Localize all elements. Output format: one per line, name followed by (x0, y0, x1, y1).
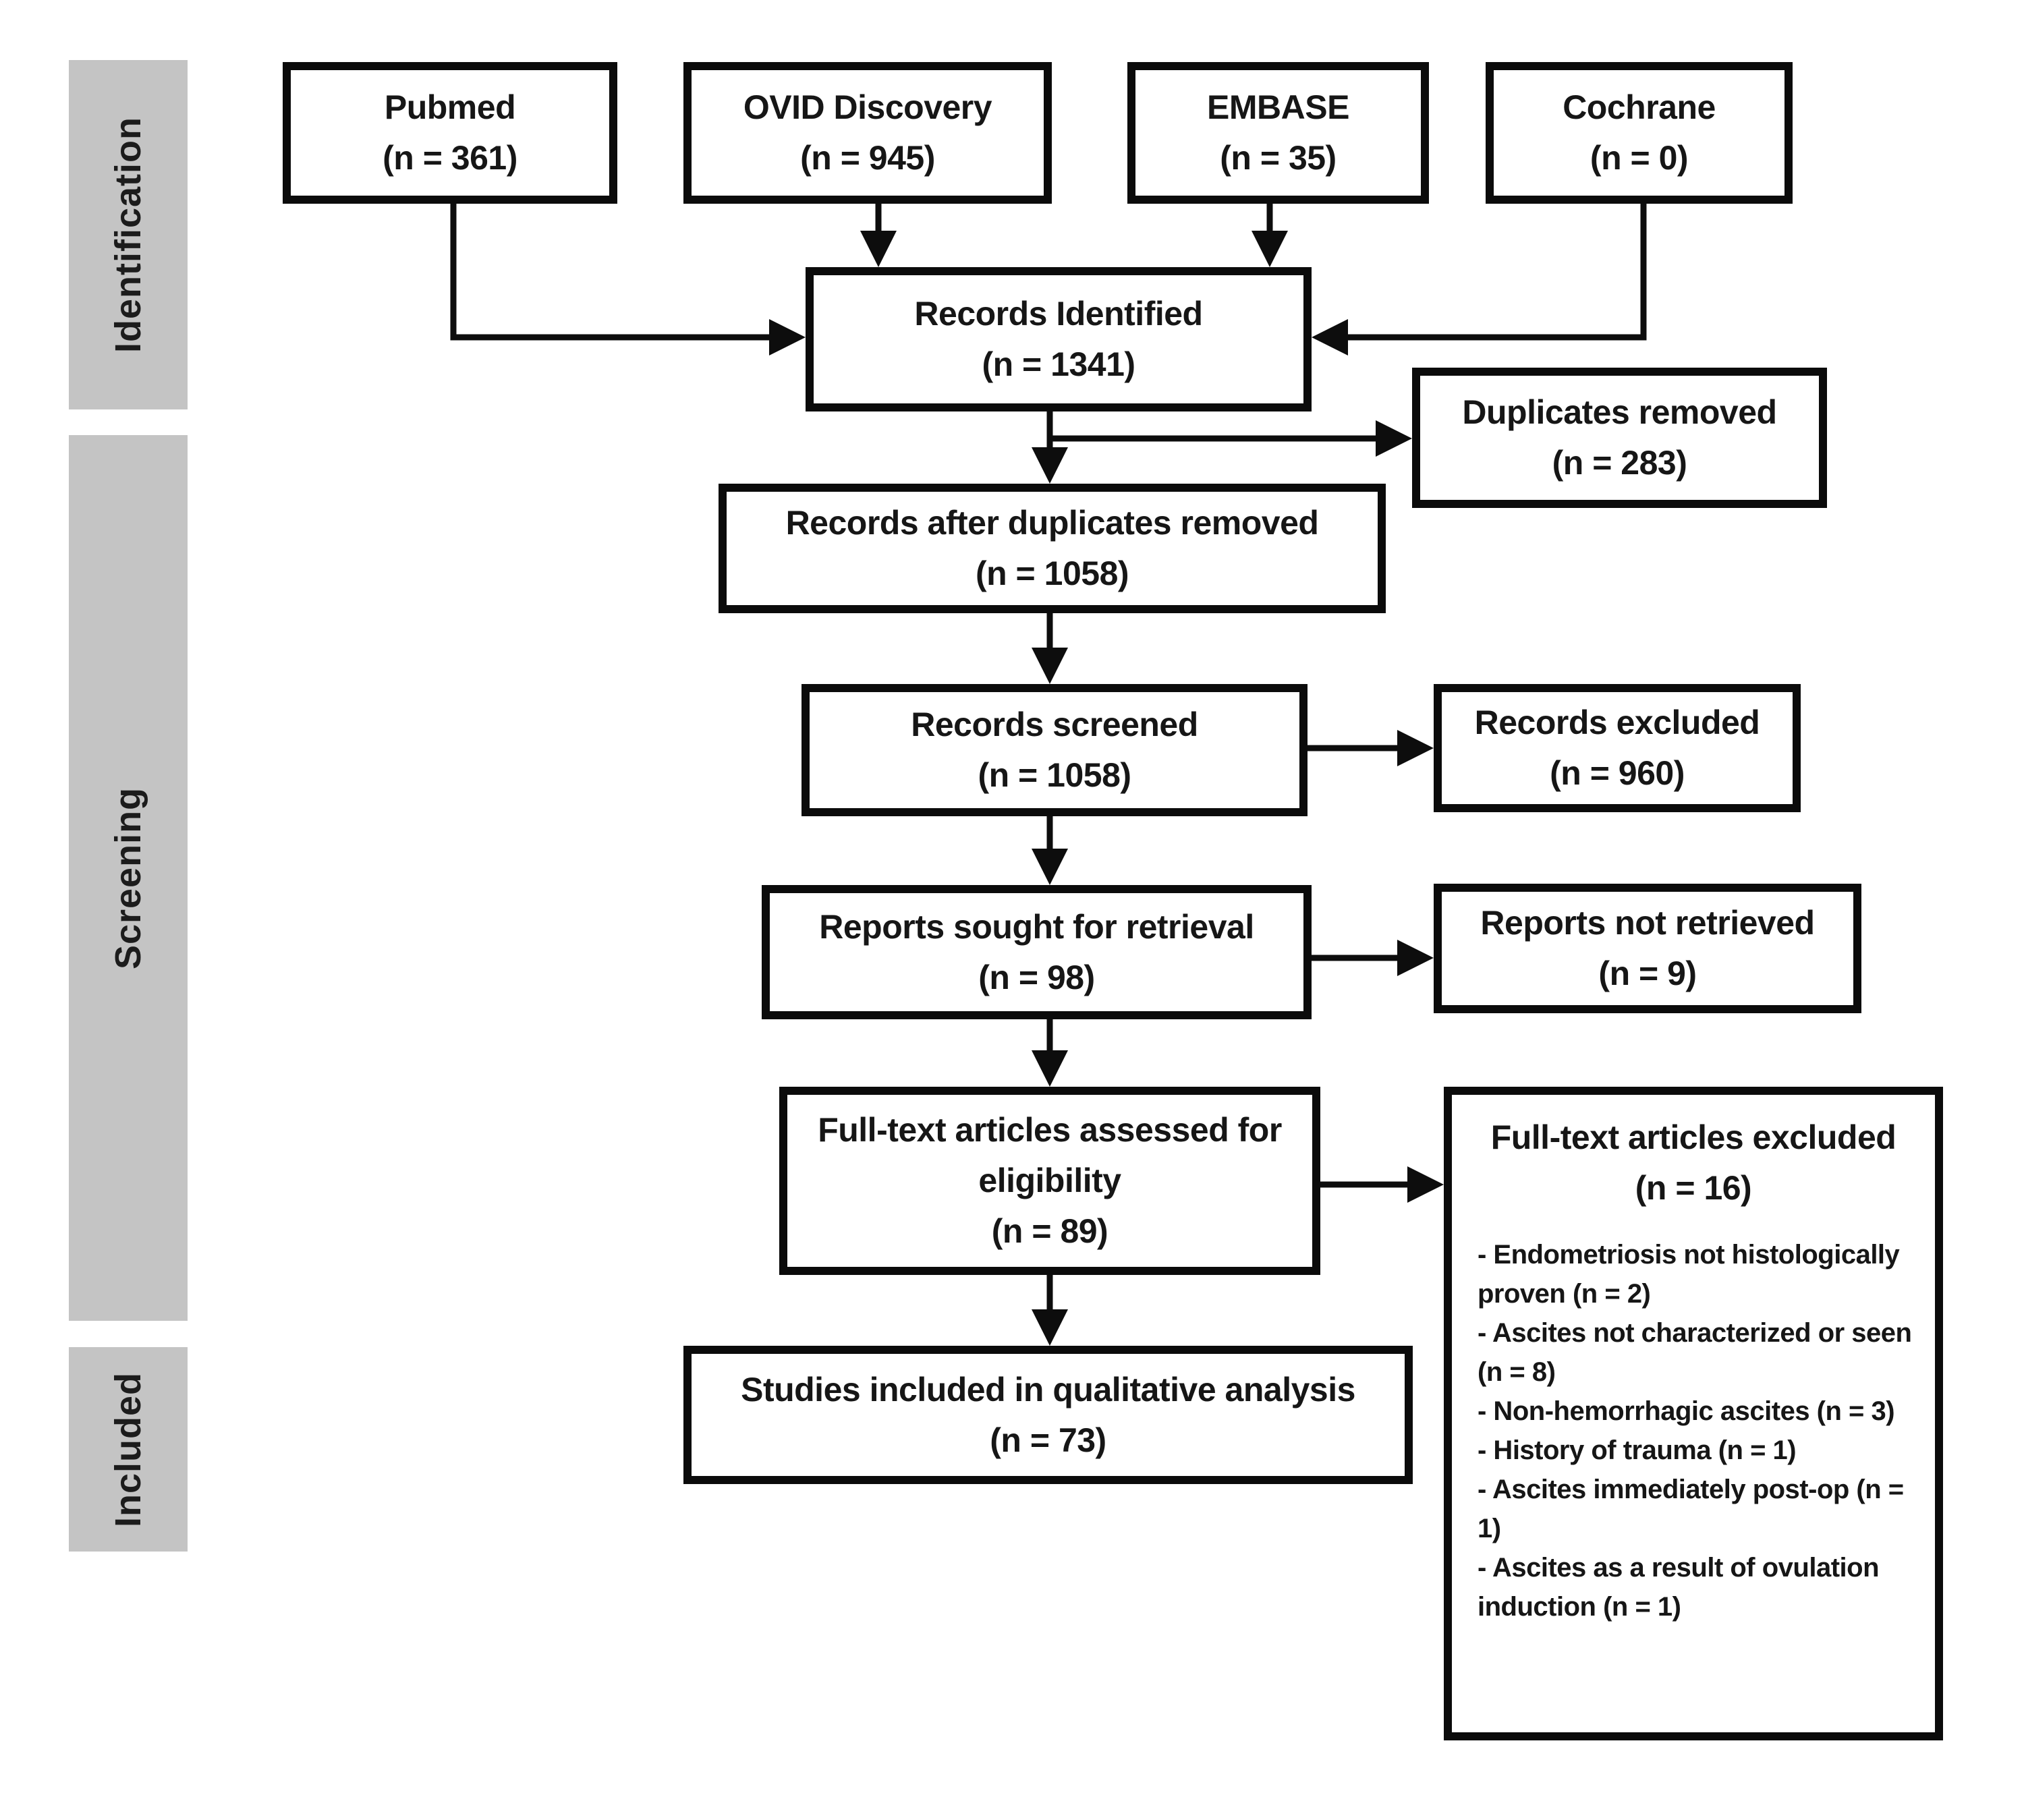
stage-label-identification: Identification (108, 117, 148, 353)
reports-sought-count: (n = 98) (978, 958, 1095, 996)
box-pubmed-label: Pubmed (384, 88, 516, 126)
box-fulltext-excluded: Full-text articles excluded (n = 16) - E… (1444, 1087, 1943, 1740)
arrow-pubmed-to-identified (450, 204, 806, 356)
box-fulltext-assessed: Full-text articles assessed for eligibil… (779, 1087, 1320, 1275)
box-cochrane-count: (n = 0) (1590, 139, 1689, 177)
records-excluded-label: Records excluded (1474, 704, 1760, 741)
box-ovid-discovery: OVID Discovery (n = 945) (683, 62, 1052, 204)
fulltext-excluded-reasons: - Endometriosis not histologically prove… (1478, 1235, 1923, 1626)
box-records-identified: Records Identified (n = 1341) (806, 267, 1312, 411)
fulltext-excluded-count: (n = 16) (1635, 1169, 1752, 1207)
duplicates-removed-label: Duplicates removed (1462, 393, 1777, 431)
fulltext-assessed-count: (n = 89) (991, 1212, 1108, 1250)
box-records-after-duplicates: Records after duplicates removed (n = 10… (719, 484, 1386, 613)
records-screened-count: (n = 1058) (978, 756, 1131, 794)
exclusion-reason: - Endometriosis not histologically prove… (1478, 1240, 1900, 1309)
studies-included-label: Studies included in qualitative analysis (741, 1370, 1355, 1409)
exclusion-reason: - Ascites immediately post-op (n = 1) (1478, 1475, 1904, 1543)
stage-label-included: Included (108, 1371, 149, 1527)
box-records-screened: Records screened (n = 1058) (802, 684, 1308, 816)
reports-not-retrieved-label: Reports not retrieved (1480, 904, 1815, 942)
box-embase-count: (n = 35) (1220, 139, 1337, 177)
box-embase: EMBASE (n = 35) (1127, 62, 1429, 204)
exclusion-reason: - History of trauma (n = 1) (1478, 1435, 1797, 1465)
reports-sought-label: Reports sought for retrieval (819, 907, 1254, 946)
duplicates-removed-count: (n = 283) (1552, 444, 1687, 482)
fulltext-assessed-label: Full-text articles assessed for eligibil… (818, 1111, 1282, 1199)
exclusion-reason: - Non-hemorrhagic ascites (n = 3) (1478, 1396, 1895, 1426)
exclusion-reason: - Ascites not characterized or seen (n =… (1478, 1318, 1912, 1387)
box-reports-sought: Reports sought for retrieval (n = 98) (762, 885, 1312, 1019)
records-after-duplicates-label: Records after duplicates removed (785, 504, 1319, 542)
box-records-excluded: Records excluded (n = 960) (1434, 684, 1801, 812)
box-studies-included: Studies included in qualitative analysis… (683, 1346, 1413, 1484)
stage-bar-screening: Screening (69, 435, 188, 1321)
stage-bar-included: Included (69, 1347, 188, 1552)
records-excluded-count: (n = 960) (1550, 754, 1685, 792)
records-screened-label: Records screened (911, 706, 1198, 743)
records-after-duplicates-count: (n = 1058) (975, 554, 1129, 592)
stage-label-screening: Screening (108, 787, 148, 969)
fulltext-excluded-label: Full-text articles excluded (1490, 1118, 1896, 1156)
box-cochrane: Cochrane (n = 0) (1486, 62, 1793, 204)
records-identified-count: (n = 1341) (982, 345, 1135, 383)
box-duplicates-removed: Duplicates removed (n = 283) (1412, 368, 1827, 508)
stage-bar-identification: Identification (69, 60, 188, 409)
records-identified-label: Records Identified (914, 295, 1203, 333)
box-ovid-count: (n = 945) (800, 139, 935, 177)
studies-included-count: (n = 73) (990, 1421, 1106, 1459)
box-embase-label: EMBASE (1207, 88, 1349, 126)
box-cochrane-label: Cochrane (1563, 88, 1716, 126)
box-pubmed: Pubmed (n = 361) (283, 62, 617, 204)
exclusion-reason: - Ascites as a result of ovulation induc… (1478, 1553, 1880, 1622)
reports-not-retrieved-count: (n = 9) (1598, 955, 1697, 992)
arrow-cochrane-to-identified (1312, 204, 1647, 356)
box-pubmed-count: (n = 361) (383, 139, 517, 177)
box-ovid-label: OVID Discovery (743, 88, 992, 126)
box-reports-not-retrieved: Reports not retrieved (n = 9) (1434, 884, 1861, 1013)
